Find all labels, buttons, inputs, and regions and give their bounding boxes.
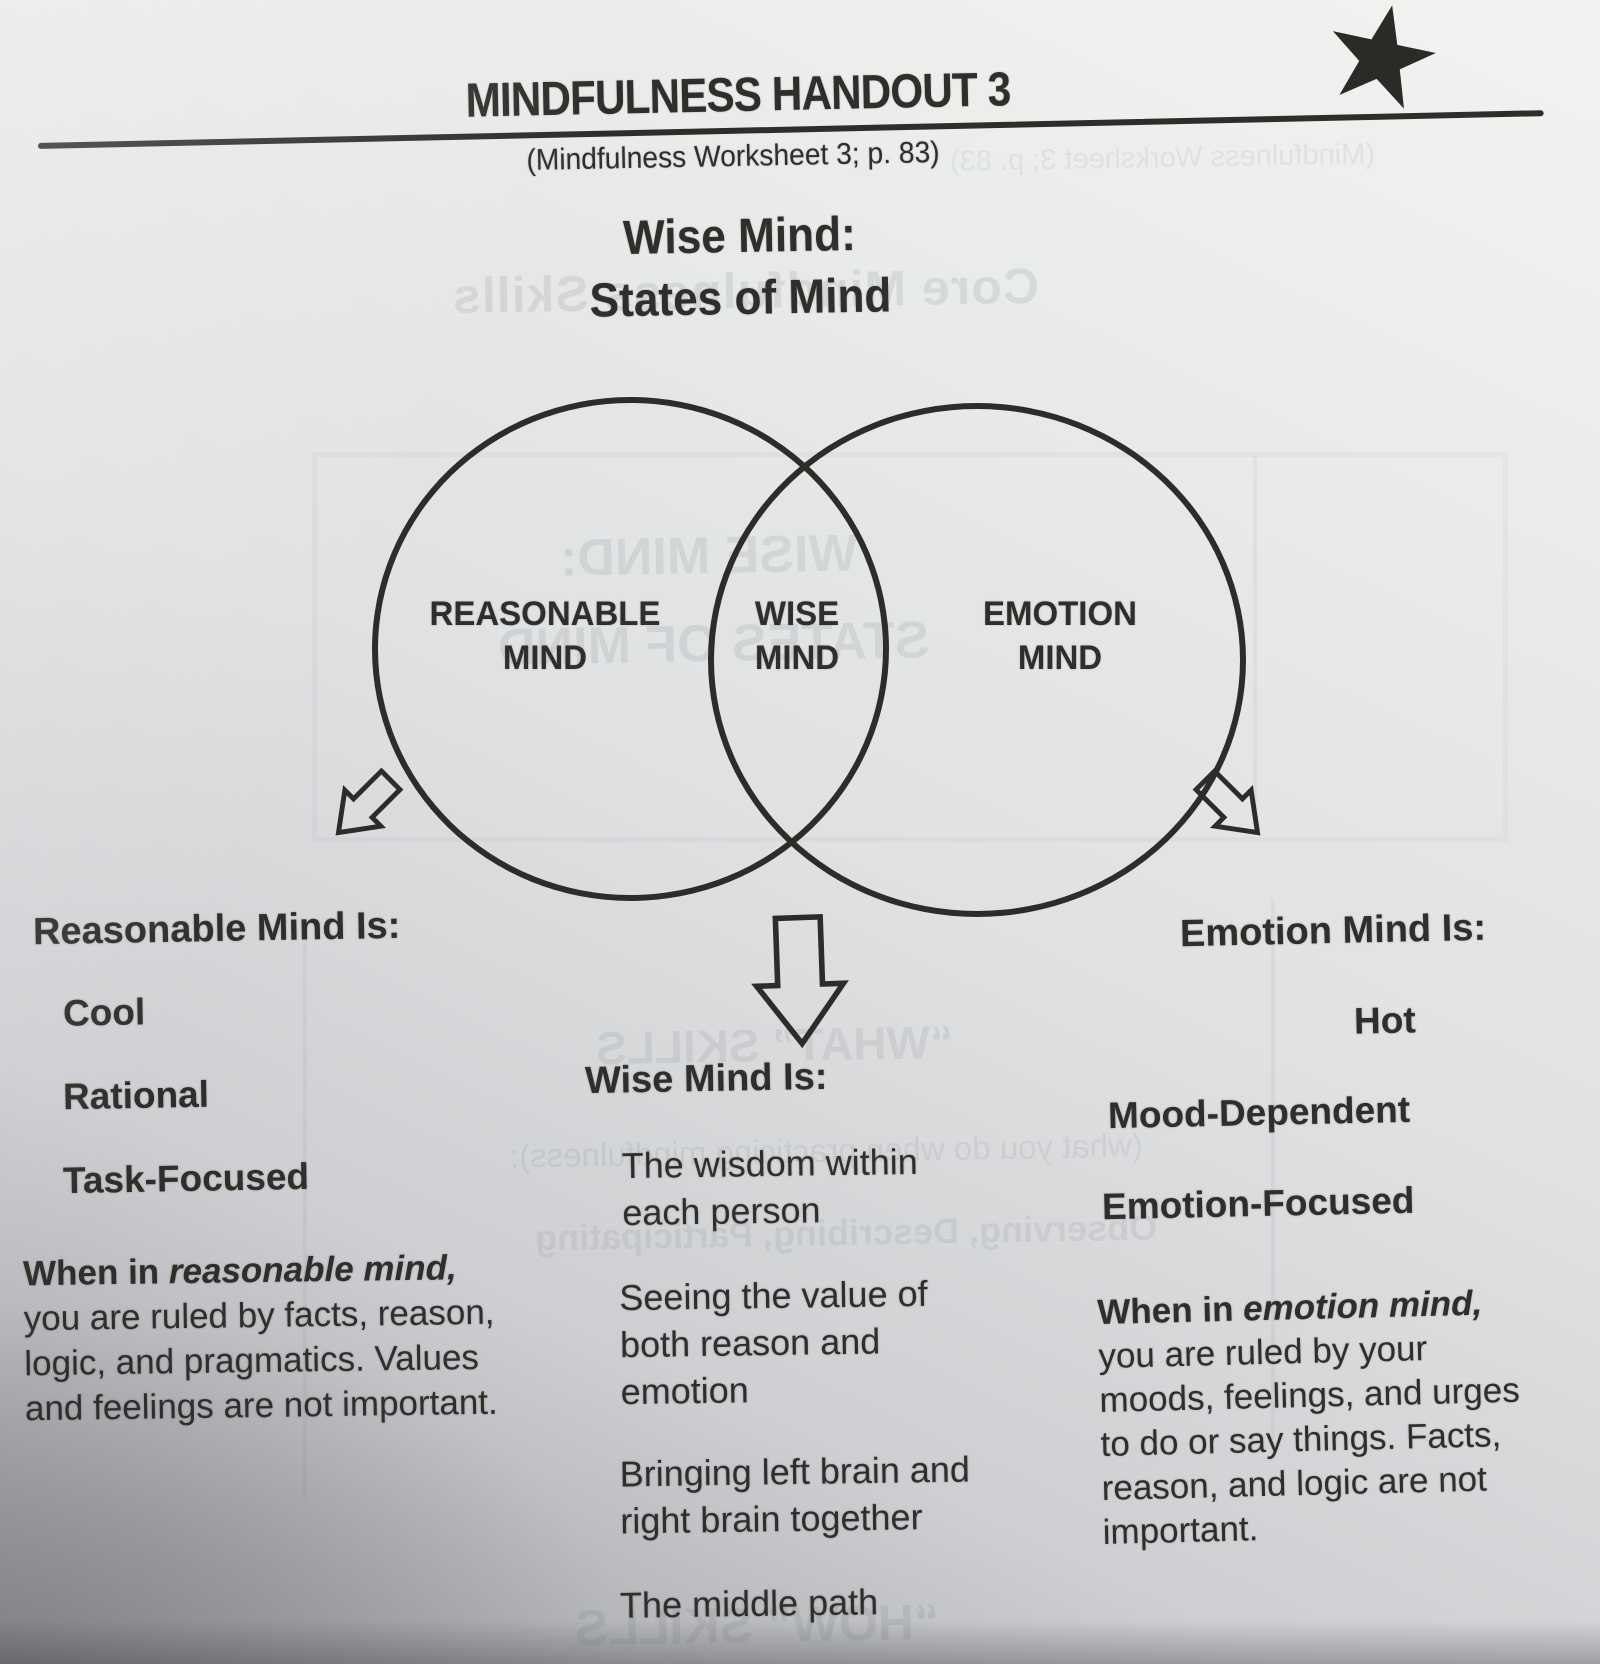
emotion-mind-heading: Emotion Mind Is:: [1179, 906, 1487, 956]
paragraph-lead: When in: [1096, 1289, 1244, 1333]
wise-mind-item: The middle path: [619, 1581, 879, 1626]
venn-label-wise-mind: WISE MIND: [754, 595, 840, 677]
reasonable-mind-item: Cool: [62, 991, 146, 1034]
wise-mind-heading: Wise Mind Is:: [584, 1055, 828, 1103]
arrow-down-left-icon: [335, 767, 404, 836]
star-icon: [1332, 5, 1436, 109]
page-title: MINDFULNESS HANDOUT 3: [465, 63, 1011, 128]
arrow-down-icon: [751, 913, 849, 1049]
venn-circle-emotion: [708, 403, 1246, 917]
reasonable-mind-item: Rational: [62, 1073, 210, 1118]
emotion-mind-item: Hot: [1353, 999, 1417, 1042]
wise-mind-item: The wisdom within each person: [621, 1140, 919, 1234]
venn-label-reasonable-mind: REASONABLE MIND: [429, 595, 661, 677]
paragraph-lead: When in: [22, 1252, 170, 1294]
wise-mind-item: Bringing left brain and right brain toge…: [619, 1448, 971, 1542]
paragraph-emphasis: emotion mind,: [1242, 1283, 1483, 1329]
arrow-down-right-icon: [1192, 767, 1261, 836]
reasonable-mind-paragraph: When in reasonable mind, you are ruled b…: [23, 1245, 500, 1432]
page-subtitle: (Mindfulness Worksheet 3; p. 83): [526, 136, 940, 177]
emotion-mind-item: Mood-Dependent: [1107, 1088, 1411, 1137]
wise-mind-item: Seeing the value of both reason and emot…: [619, 1272, 928, 1413]
reasonable-mind-heading: Reasonable Mind Is:: [32, 904, 401, 954]
emotion-mind-paragraph: When in emotion mind, you are ruled by y…: [1097, 1279, 1593, 1555]
venn-label-emotion-mind: EMOTION MIND: [983, 595, 1137, 677]
reasonable-mind-item: Task-Focused: [62, 1155, 310, 1202]
showthrough-grid-line: [303, 938, 307, 1498]
paragraph-emphasis: reasonable mind,: [168, 1248, 457, 1292]
emotion-mind-item: Emotion-Focused: [1101, 1179, 1415, 1228]
showthrough-grid-line: [1271, 900, 1275, 1440]
showthrough-grid-line: [1253, 456, 1257, 828]
section-heading: Wise Mind: States of Mind: [589, 207, 892, 328]
